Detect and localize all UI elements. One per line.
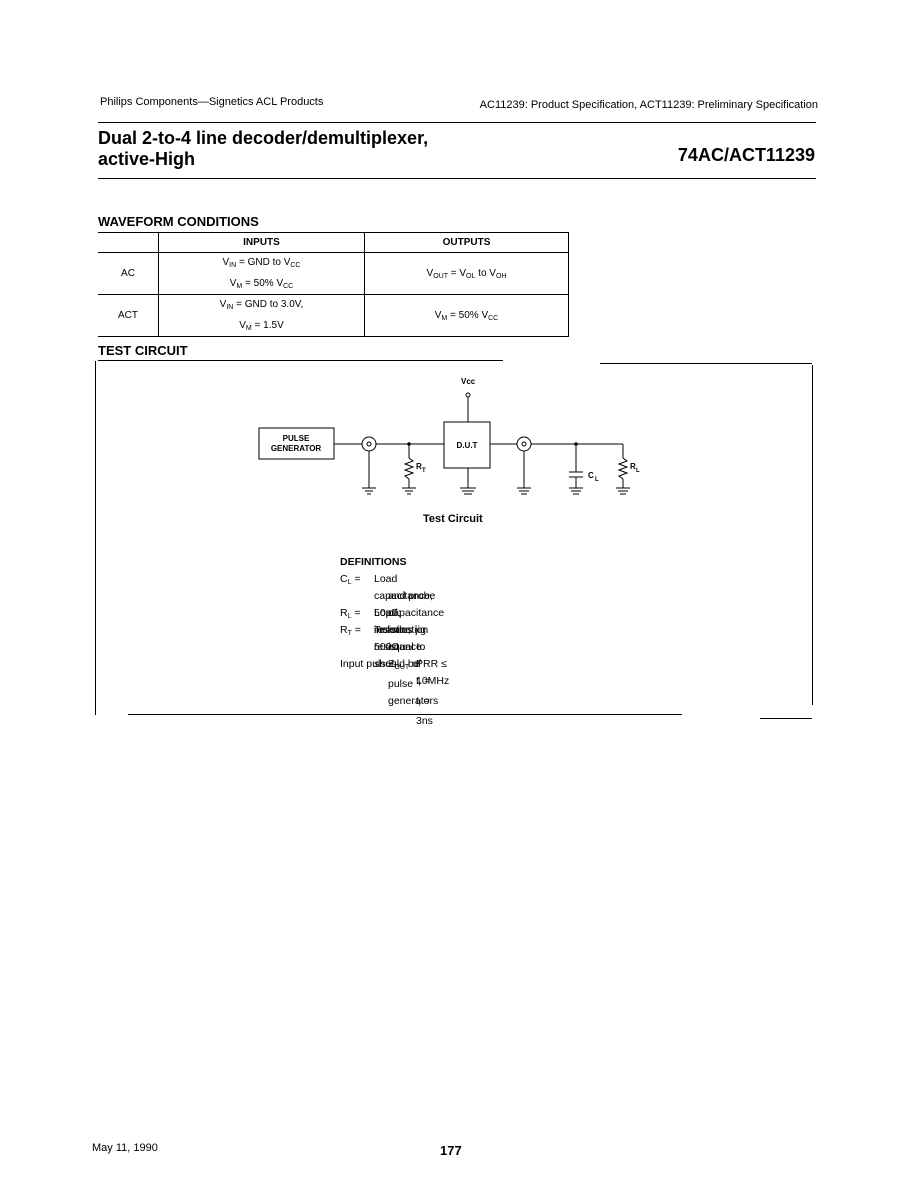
- dut-label: D.U.T: [457, 441, 478, 450]
- act-vin: VIN = GND to 3.0V,: [158, 294, 365, 316]
- act-vm: VM = 1.5V: [158, 315, 365, 337]
- circuit-frame-right: [812, 365, 813, 705]
- title-line-2: active-High: [98, 149, 196, 169]
- header-right: AC11239: Product Specification, ACT11239…: [479, 99, 818, 111]
- rt-label-sub: T: [422, 468, 426, 474]
- row-label-ac: AC: [98, 252, 159, 295]
- definitions-heading: DEFINITIONS: [340, 556, 407, 568]
- test-circuit-heading: TEST CIRCUIT: [98, 343, 188, 358]
- definitions: DEFINITIONS CL = Load capacitance, 50pF;…: [340, 554, 450, 727]
- rl-label: R: [630, 462, 636, 471]
- rt-label: R: [416, 462, 422, 471]
- vcc-label: Vcc: [461, 377, 476, 386]
- def-rt: RT = Termination resistance should be: [340, 624, 429, 670]
- output-vm: VM = 50% VCC: [364, 294, 569, 337]
- header-rule: [98, 122, 816, 123]
- pulse-generator-label-1: PULSE: [283, 434, 310, 443]
- circuit-bottom-rule: [128, 714, 682, 715]
- def-rt-cont: equal to ZOUT of pulse generators: [388, 641, 439, 707]
- circuit-top-rule: [98, 360, 503, 361]
- coax-connector-in: [361, 436, 377, 452]
- row-label-act: ACT: [98, 294, 159, 337]
- def-rl: RL = Load resistor, 500Ω: [340, 607, 411, 653]
- coax-connector-out: [516, 436, 532, 452]
- def-rise-fall: tr = tf = 3ns: [416, 675, 433, 727]
- rl-resistor: [617, 457, 629, 480]
- circuit-top-rule-right: [600, 363, 812, 364]
- circuit-caption: Test Circuit: [423, 513, 483, 525]
- def-cl-cont: and probe capacitance: [388, 590, 445, 619]
- waveform-heading: WAVEFORM CONDITIONS: [98, 214, 259, 229]
- output-vout: VOUT = VOL to VOH: [364, 252, 569, 295]
- title-line-1: Dual 2-to-4 line decoder/demultiplexer,: [98, 128, 429, 148]
- header-left: Philips Components—Signetics ACL Product…: [100, 96, 324, 108]
- page-title: Dual 2-to-4 line decoder/demultiplexer, …: [98, 128, 428, 170]
- def-cl: CL = Load capacitance, 50pF; includes ji…: [340, 573, 433, 636]
- title-rule: [98, 178, 816, 179]
- def-input-pulses: Input pulses: PRR ≤ 10MHz: [340, 658, 450, 687]
- rt-resistor: [403, 457, 415, 480]
- ac-vin: VIN = GND to VCC: [158, 252, 365, 274]
- circuit-bottom-rule-right: [760, 718, 812, 719]
- waveform-table: INPUTS OUTPUTS AC VIN = GND to VCC VOUT …: [98, 232, 569, 337]
- cl-label: C: [588, 471, 594, 480]
- part-number: 74AC/ACT11239: [677, 145, 815, 165]
- page-number: 177: [440, 1143, 462, 1158]
- vcc-terminal: [465, 392, 471, 398]
- cl-label-sub: L: [595, 477, 599, 483]
- circuit-frame-left: [95, 361, 96, 715]
- footer-date: May 11, 1990: [92, 1142, 158, 1154]
- rl-label-sub: L: [636, 468, 640, 474]
- pulse-generator-label-2: GENERATOR: [271, 444, 322, 453]
- dut-box: [443, 421, 491, 469]
